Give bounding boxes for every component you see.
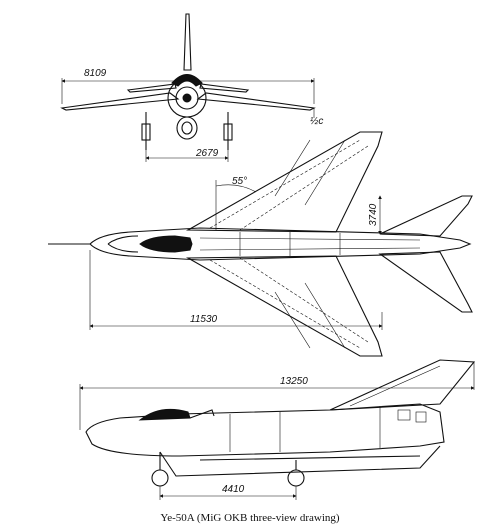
plan-length-label: 11530 (190, 314, 218, 325)
tail-dimension: 3740 (368, 195, 382, 235)
wheelbase-label: 4410 (222, 484, 245, 495)
wingspan-label: 8109 (84, 68, 107, 79)
plan-length-dimension: 11530 (89, 250, 383, 330)
figure-caption: Ye-50A (MiG OKB three-view drawing) (160, 512, 340, 524)
sweep-dimension: 55° (215, 176, 257, 230)
side-length-dimension: 13250 (79, 362, 475, 430)
track-dimension: 2679 (145, 148, 229, 162)
sweep-label: 55° (232, 176, 247, 187)
side-length-label: 13250 (280, 376, 308, 387)
wheelbase-dimension: 4410 (159, 484, 297, 500)
tail-span-label: 3740 (368, 203, 379, 226)
track-label: 2679 (195, 148, 219, 159)
chord-marker-label: ½c (310, 116, 323, 127)
plan-view (48, 131, 473, 357)
wingspan-dimension: 8109 ½c (61, 68, 323, 127)
front-view (60, 13, 316, 150)
